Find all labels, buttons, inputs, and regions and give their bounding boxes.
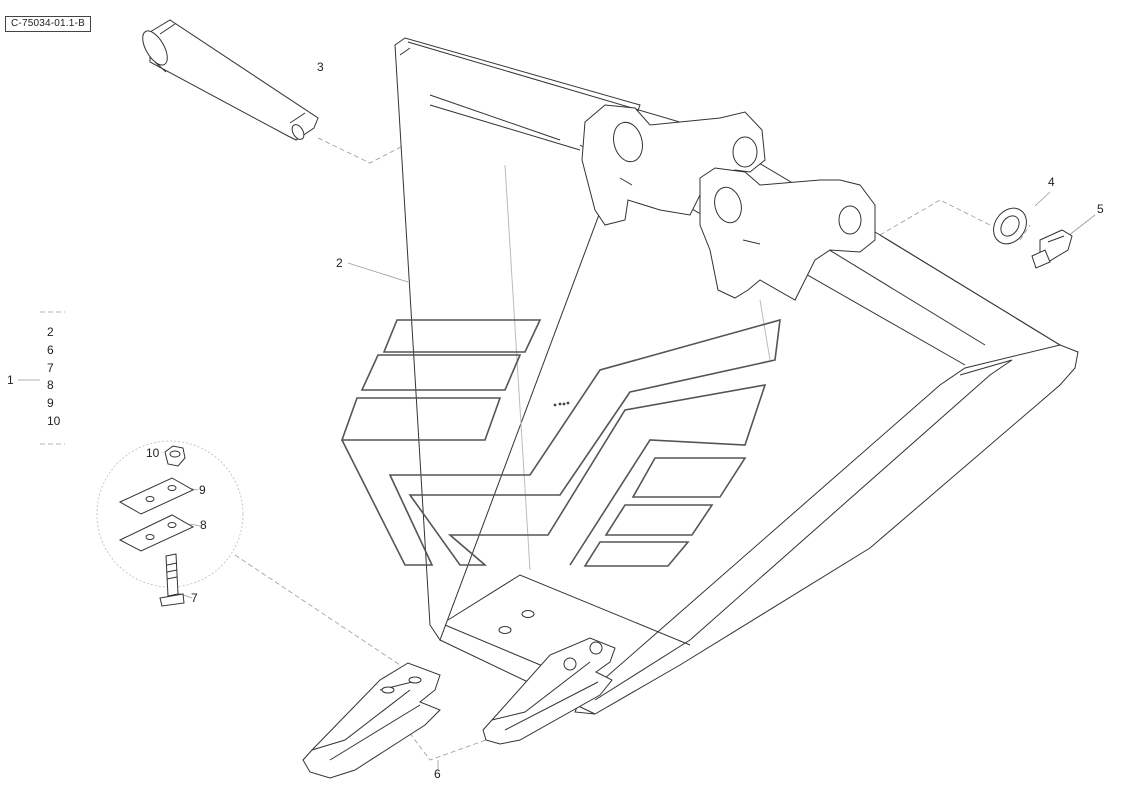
callout-bolt: 7 [191, 591, 198, 605]
logo-dots [553, 401, 570, 407]
nut-10 [164, 445, 186, 467]
kit-item: 10 [47, 413, 61, 428]
kit-item: 2 [47, 325, 54, 339]
leader-lock-solid [1067, 214, 1096, 237]
callout-shim-lower: 8 [200, 518, 207, 532]
kit-item: 6 [47, 342, 54, 357]
leader-hardware [234, 554, 401, 666]
kit-item: 9 [47, 396, 54, 411]
leader-shim-lower [189, 523, 201, 527]
leader-lock [1019, 224, 1031, 241]
leader-bucket [347, 262, 409, 283]
callout-lock-pin: 5 [1097, 202, 1104, 216]
tooth-6-left [302, 662, 441, 779]
hardware-group-circle [96, 440, 244, 588]
leader-washer-solid [1034, 191, 1051, 207]
callout-kit: 1 [7, 373, 14, 387]
mounting-ears [581, 104, 876, 301]
callout-nut: 10 [146, 446, 160, 460]
pin-3 [142, 19, 319, 141]
kit-item: 8 [47, 378, 54, 393]
drawing-reference-number: C-75034-01.1-B [5, 16, 91, 32]
washer-4 [993, 207, 1027, 245]
shim-8 [118, 514, 195, 552]
leader-washer [879, 199, 991, 236]
callout-tooth: 6 [434, 767, 441, 781]
lock-pin-5 [1031, 229, 1073, 269]
kit-contents-list: 2 6 7 8 9 10 [47, 324, 77, 431]
tooth-6-right [482, 637, 616, 745]
bolt-7 [159, 553, 185, 607]
bucket-logo [340, 318, 781, 567]
shim-9 [118, 477, 195, 515]
callout-washer: 4 [1048, 175, 1055, 189]
callout-pin: 3 [317, 60, 324, 74]
leader-bolt [177, 592, 193, 599]
callout-shim-upper: 9 [199, 483, 206, 497]
callout-bucket: 2 [336, 256, 343, 270]
kit-item: 7 [47, 360, 54, 375]
